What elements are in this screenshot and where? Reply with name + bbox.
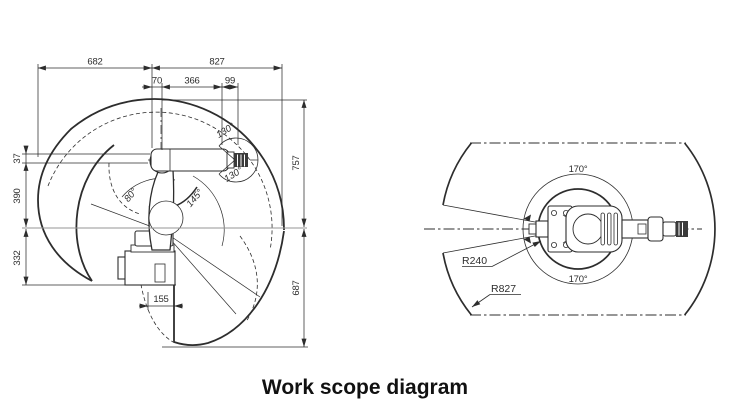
robot-tool-block — [234, 153, 248, 167]
robot-base-inner — [154, 263, 166, 283]
top-view-leaders — [462, 240, 542, 308]
dashed-arc-top — [47, 111, 273, 251]
side-view-dashed-arcs — [47, 111, 273, 343]
robot-top-tool-tip — [676, 221, 688, 237]
robot-top-tool — [662, 221, 677, 237]
dim-366: 366 — [184, 76, 199, 87]
envelope-lower-arc — [173, 230, 285, 347]
dim-99: 99 — [225, 76, 235, 87]
side-view-diagram: 682 827 70 366 99 757 687 37 390 332 155… — [12, 57, 308, 348]
radius-r240: R240 — [462, 255, 487, 267]
boundary-right-arc — [683, 142, 716, 316]
robot-forearm — [150, 148, 230, 172]
top-view-labels: 170° 170° R240 R827 — [462, 164, 588, 295]
boundary-left-upper-arc — [442, 142, 473, 206]
angle-arc-145 — [192, 175, 225, 247]
robot-shoulder-housing — [148, 200, 184, 236]
wrist-rotation-arc — [218, 137, 259, 183]
dim-70: 70 — [152, 76, 162, 87]
side-view-robot — [117, 137, 259, 286]
top-view-diagram: 170° 170° R240 R827 — [424, 142, 716, 316]
top-view-robot — [528, 205, 688, 253]
dim-757: 757 — [291, 155, 302, 170]
robot-top-connector — [535, 220, 549, 238]
dim-332: 332 — [12, 250, 23, 265]
dim-390: 390 — [12, 188, 23, 203]
dim-687: 687 — [291, 280, 302, 295]
angle-170-lower: 170° — [569, 274, 588, 285]
top-view-boundary — [442, 142, 716, 316]
radius-r827: R827 — [491, 283, 516, 295]
dashed-arc-lower-right — [239, 235, 258, 323]
angle-80: 80° — [122, 186, 140, 204]
dim-827: 827 — [209, 57, 224, 68]
side-view-dimensions — [22, 64, 308, 348]
dim-37: 37 — [12, 153, 23, 163]
diagram-title: Work scope diagram — [261, 376, 469, 399]
angle-170-upper: 170° — [569, 164, 588, 175]
envelope-crescent-arc — [75, 144, 115, 282]
boundary-left-lower-arc — [442, 252, 473, 316]
rotation-arrow-lower — [523, 236, 531, 244]
envelope-outer-arc — [37, 98, 285, 282]
robot-top-j1 — [572, 213, 604, 245]
robot-base-plate — [124, 250, 176, 286]
dashed-arc-lower-left — [137, 257, 174, 343]
dim-155: 155 — [153, 294, 168, 305]
dashed-arc-shoulder — [108, 162, 141, 215]
rotation-arrow-upper — [523, 214, 531, 222]
robot-top-wrist — [647, 216, 664, 242]
dim-682: 682 — [87, 57, 102, 68]
angle-145: 145° — [185, 187, 206, 209]
